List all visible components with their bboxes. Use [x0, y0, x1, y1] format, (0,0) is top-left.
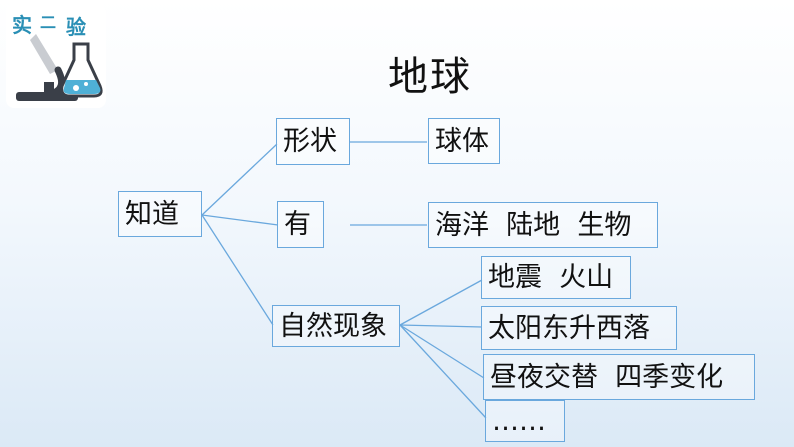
svg-text:验: 验: [66, 15, 86, 39]
node-phenomena-label: 自然现象: [279, 310, 387, 342]
node-has: 有: [277, 201, 324, 248]
svg-text:实: 实: [12, 13, 32, 37]
node-phenomena: 自然现象: [272, 305, 400, 347]
science-logo-icon: 实 二 验: [6, 4, 106, 108]
node-sun-label: 太阳东升西落: [488, 312, 650, 344]
node-sun: 太阳东升西落: [481, 306, 677, 350]
node-ellipsis: ……: [485, 400, 565, 442]
node-quake-volcano-label: 地震 火山: [488, 262, 614, 293]
node-has-label: 有: [284, 209, 311, 240]
node-ellipsis-label: ……: [492, 405, 546, 437]
node-day-season: 昼夜交替 四季变化: [483, 354, 755, 400]
connector-phen-ellipsis: [399, 324, 487, 419]
node-quake-volcano: 地震 火山: [481, 256, 631, 299]
node-sphere-label: 球体: [435, 125, 489, 157]
node-day-season-label: 昼夜交替 四季变化: [490, 361, 724, 393]
node-ocean-land-life-label: 海洋 陆地 生物: [435, 209, 632, 241]
node-root: 知道: [118, 191, 202, 237]
node-shape: 形状: [276, 118, 350, 165]
connector-phen-quake: [399, 279, 483, 326]
page-title: 地球: [388, 54, 472, 100]
connector-phen-day: [399, 324, 485, 379]
node-root-label: 知道: [125, 198, 179, 230]
connector-root-has: [201, 214, 279, 226]
node-ocean-land-life: 海洋 陆地 生物: [428, 202, 658, 248]
connector-root-shape: [201, 143, 278, 216]
node-sphere: 球体: [428, 118, 500, 164]
connector-phen-sun: [399, 324, 483, 328]
svg-text:二: 二: [40, 13, 56, 32]
connector-root-phenomena: [201, 214, 274, 326]
node-shape-label: 形状: [283, 126, 337, 157]
